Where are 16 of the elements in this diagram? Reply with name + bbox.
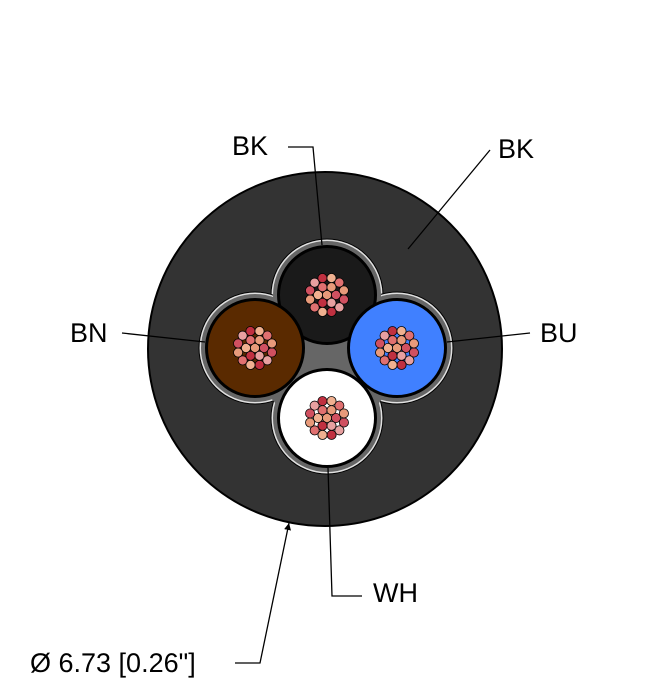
wire-color-label: BU — [540, 320, 578, 347]
leader-line — [327, 468, 362, 597]
wire-color-label: BK — [232, 133, 268, 160]
wire-core — [205, 298, 305, 398]
wire-core — [277, 368, 377, 468]
wire-color-label: BK — [498, 136, 534, 163]
leader-line — [408, 150, 490, 250]
leader-line — [446, 332, 530, 343]
leader-line — [122, 332, 206, 343]
cable-jacket — [147, 171, 503, 527]
wire-core — [347, 298, 447, 398]
leader-line — [288, 146, 323, 246]
dimension-arrow — [235, 522, 291, 664]
diameter-label: Ø 6.73 [0.26"] — [30, 650, 196, 677]
wire-color-label: BN — [70, 320, 108, 347]
wire-color-label: WH — [373, 580, 418, 607]
